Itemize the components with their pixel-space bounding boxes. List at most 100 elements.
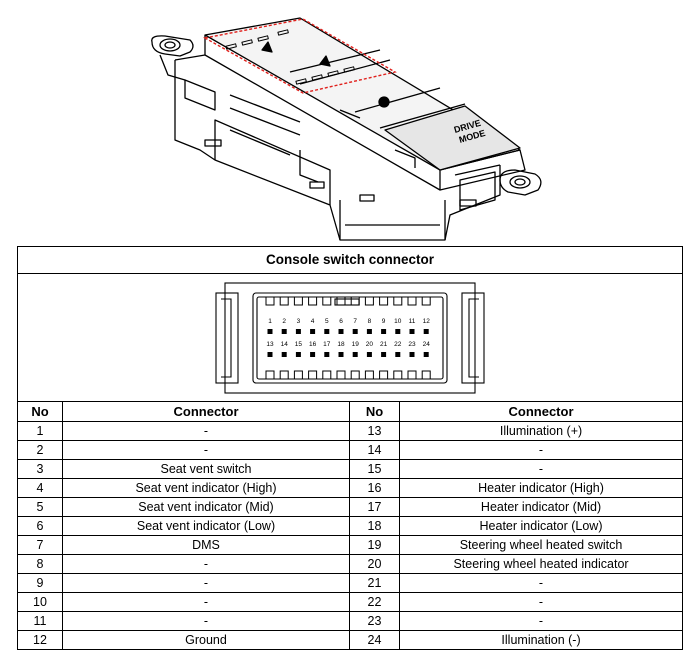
pin-number: 8 [17,554,63,574]
col-header-no-left: No [17,401,63,422]
pin-number: 6 [17,516,63,536]
connector-pin [310,351,316,357]
connector-table: Console switch connector [16,246,684,650]
pin-function: - [62,573,350,593]
connector-tooth [308,296,318,305]
pin-number: 5 [17,497,63,517]
pin-label: 4 [311,318,315,325]
connector-tooth [322,296,332,305]
connector-tooth [364,296,374,305]
col-header-connector-right: Connector [398,401,684,422]
pin-number: 16 [349,478,400,498]
pin-function: Steering wheel heated indicator [398,554,684,574]
pin-function: DMS [62,535,350,555]
connector-pin [267,351,273,357]
connector-tooth [393,370,403,379]
table-row: 2-14- [17,440,684,460]
connector-tooth [279,370,289,379]
pin-function: Illumination (-) [398,630,684,650]
pin-label: 15 [295,341,303,348]
pin-label: 6 [339,318,343,325]
connector-pin [395,328,401,334]
connector-tooth [308,370,318,379]
pin-function: Seat vent switch [62,459,350,479]
pin-number: 12 [17,630,63,650]
connector-tooth [265,296,275,305]
connector-tooth [407,296,417,305]
pin-label: 5 [325,318,329,325]
pin-label: 23 [408,341,416,348]
pin-label: 3 [297,318,301,325]
pin-function: Heater indicator (Mid) [398,497,684,517]
connector-tooth [279,296,289,305]
pin-number: 10 [17,592,63,612]
pin-number: 15 [349,459,400,479]
connector-tooth [393,296,403,305]
pin-label: 16 [309,341,317,348]
connector-pin [295,328,301,334]
table-row: 9-21- [17,573,684,593]
pin-number: 7 [17,535,63,555]
pin-function: - [398,592,684,612]
pin-number: 1 [17,421,63,441]
table-row: 11-23- [17,611,684,631]
connector-pin [338,351,344,357]
connector-pin [366,351,372,357]
pin-function: - [62,421,350,441]
pin-number: 21 [349,573,400,593]
pin-number: 17 [349,497,400,517]
pin-label: 12 [423,318,431,325]
connector-pin [366,328,372,334]
pin-label: 20 [366,341,374,348]
pin-function: Illumination (+) [398,421,684,441]
pin-function: - [62,611,350,631]
connector-tooth [336,370,346,379]
connector-tooth [364,370,374,379]
pin-function: - [398,440,684,460]
pin-function: - [62,440,350,460]
connector-tooth [336,296,346,305]
pin-label: 24 [423,341,431,348]
pin-function: Seat vent indicator (High) [62,478,350,498]
connector-pin [338,328,344,334]
connector-pin [381,328,387,334]
connector-tooth [322,370,332,379]
pin-function: Heater indicator (Low) [398,516,684,536]
pin-function: Heater indicator (High) [398,478,684,498]
connector-pin [310,328,316,334]
connector-pin [381,351,387,357]
connector-tooth [379,296,389,305]
pin-number: 23 [349,611,400,631]
connector-pin [423,328,429,334]
pin-function: - [62,592,350,612]
pin-function: Ground [62,630,350,650]
highlight-box [202,18,397,94]
table-row: 10-22- [17,592,684,612]
pin-label: 10 [394,318,402,325]
pin-function: - [398,459,684,479]
console-switch-illustration: DRIVE MODE [151,17,542,241]
pin-number: 22 [349,592,400,612]
pin-function: - [62,554,350,574]
col-header-no-right: No [349,401,400,422]
connector-pin [423,351,429,357]
pin-function: Seat vent indicator (Mid) [62,497,350,517]
table-title: Console switch connector [16,246,684,274]
pin-function: Seat vent indicator (Low) [62,516,350,536]
connector-tooth [350,370,360,379]
connector-pin [281,328,287,334]
connector-pin [352,351,358,357]
connector-pin [281,351,287,357]
pin-label: 14 [281,341,289,348]
connector-pin [409,328,415,334]
pin-label: 19 [352,341,360,348]
connector-pin [395,351,401,357]
